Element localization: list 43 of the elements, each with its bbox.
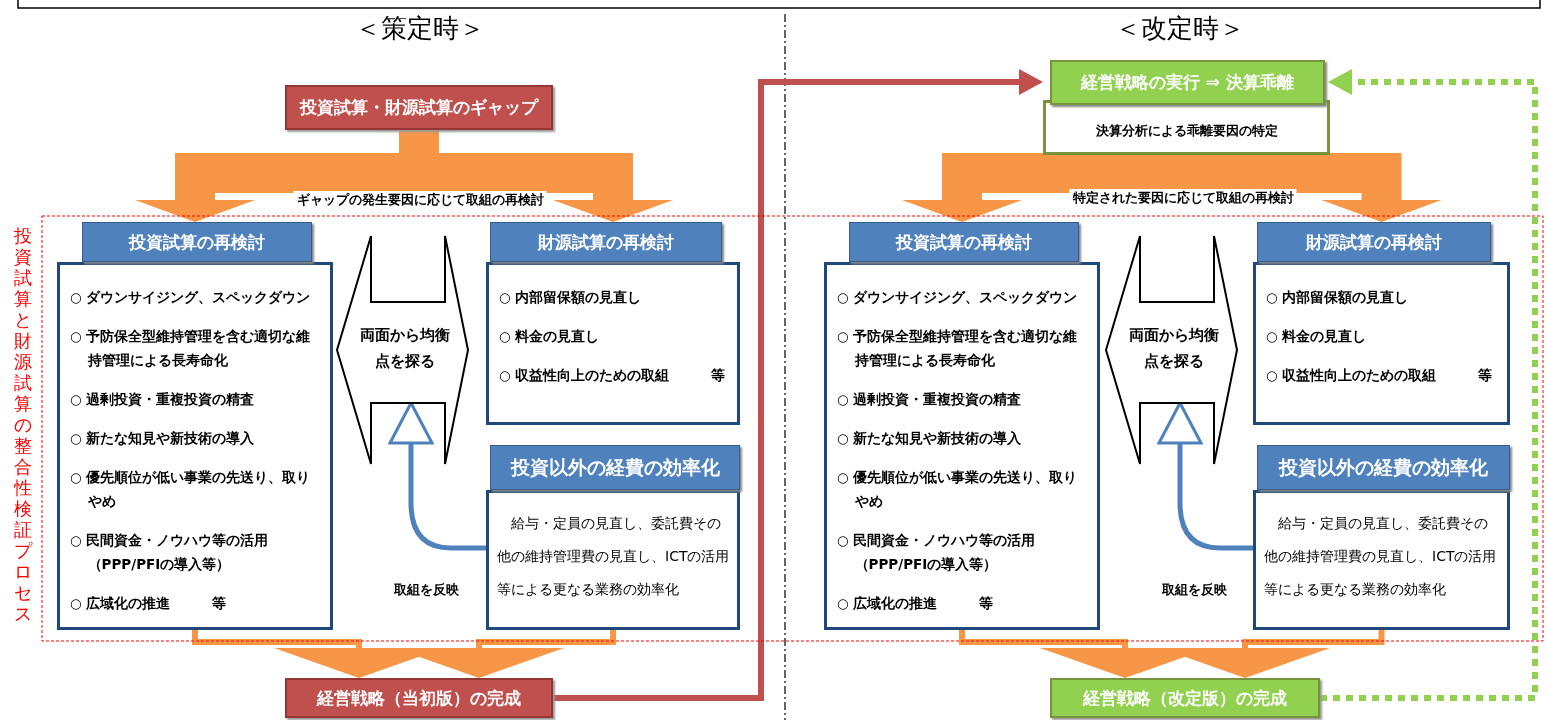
panel-heading: 投資試算の再検討 [82,222,312,262]
list-item: ○ 収益性向上のための取組 等 [1266,366,1494,385]
list-item: ○ 優先順位が低い事業の先送り、取りやめ [837,468,1079,511]
result-box: 経営戦略の実行 ⇒ 決算乖離 [1050,60,1325,105]
list-item: ○ 新たな知見や新技術の導入 [837,429,1023,448]
list-item: ○ 内部留保額の見直し [1266,288,1410,307]
list-item: ○ 予防保全型維持管理を含む適切な維持管理による長寿命化 [70,327,312,370]
list-item: ○ 収益性向上のための取組 等 [499,366,727,385]
title-box: 投資試算・財源試算のギャップ [285,85,553,130]
list-item: ○ 過剰投資・重複投資の精査 [70,390,256,409]
body-text: 給与・定員の見直し、委託費その他の維持管理費の見直し、ICTの活用等による更なる業務の効率化 [497,514,731,599]
list-item: ○ 民間資金・ノウハウ等の活用（PPP/PFIの導入等） [70,531,270,574]
panel-heading: 投資以外の経費の効率化 [490,445,740,490]
list-item: ○ 予防保全型維持管理を含む適切な維持管理による長寿命化 [837,327,1079,370]
title-box: 経営戦略（当初版）の完成 [285,678,553,718]
list-item: ○ 新たな知見や新技術の導入 [70,429,256,448]
list-item: ○ 広域化の推進 等 [70,594,228,613]
list-item: ○ 料金の見直し [1266,327,1368,346]
body-text: 給与・定員の見直し、委託費その他の維持管理費の見直し、ICTの活用等による更なる業務の効率化 [1264,514,1498,599]
panel-heading: 財源試算の再検討 [490,222,722,262]
list-item: ○ 過剰投資・重複投資の精査 [837,390,1023,409]
connector-arrow [1320,69,1538,701]
panel-heading: 財源試算の再検討 [1257,222,1491,262]
list-item: ○ ダウンサイジング、スペックダウン [70,288,312,307]
title-box: 経営戦略（改定版）の完成 [1050,678,1320,718]
list-item: ○ 料金の見直し [499,327,601,346]
connector-arrow [553,69,1043,701]
edge-label: 特定された要因に応じて取組の再検討 [1069,189,1297,207]
list-item: ○ 民間資金・ノウハウ等の活用（PPP/PFIの導入等） [837,531,1037,574]
edge-label: 取組を反映 [390,581,462,599]
list-item: ○ 内部留保額の見直し [499,288,643,307]
panel-heading: 投資以外の経費の効率化 [1257,445,1510,490]
list-item: ○ 優先順位が低い事業の先送り、取りやめ [70,468,312,511]
balance-label: 両面から均衡点を探る [1128,325,1219,372]
list-item: ○ ダウンサイジング、スペックダウン [837,288,1079,307]
section-heading: ＜策定時＞ [355,11,485,45]
panel-heading: 投資試算の再検討 [849,222,1079,262]
section-heading: ＜改定時＞ [1115,11,1245,45]
process-label: 投資試算と財源試算の整合性検証プロセス [14,225,34,624]
edge-label: 取組を反映 [1158,581,1230,599]
balance-label: 両面から均衡点を探る [359,325,450,372]
edge-label: ギャップの発生要因に応じて取組の再検討 [293,191,547,209]
list-item: ○ 広域化の推進 等 [837,594,995,613]
